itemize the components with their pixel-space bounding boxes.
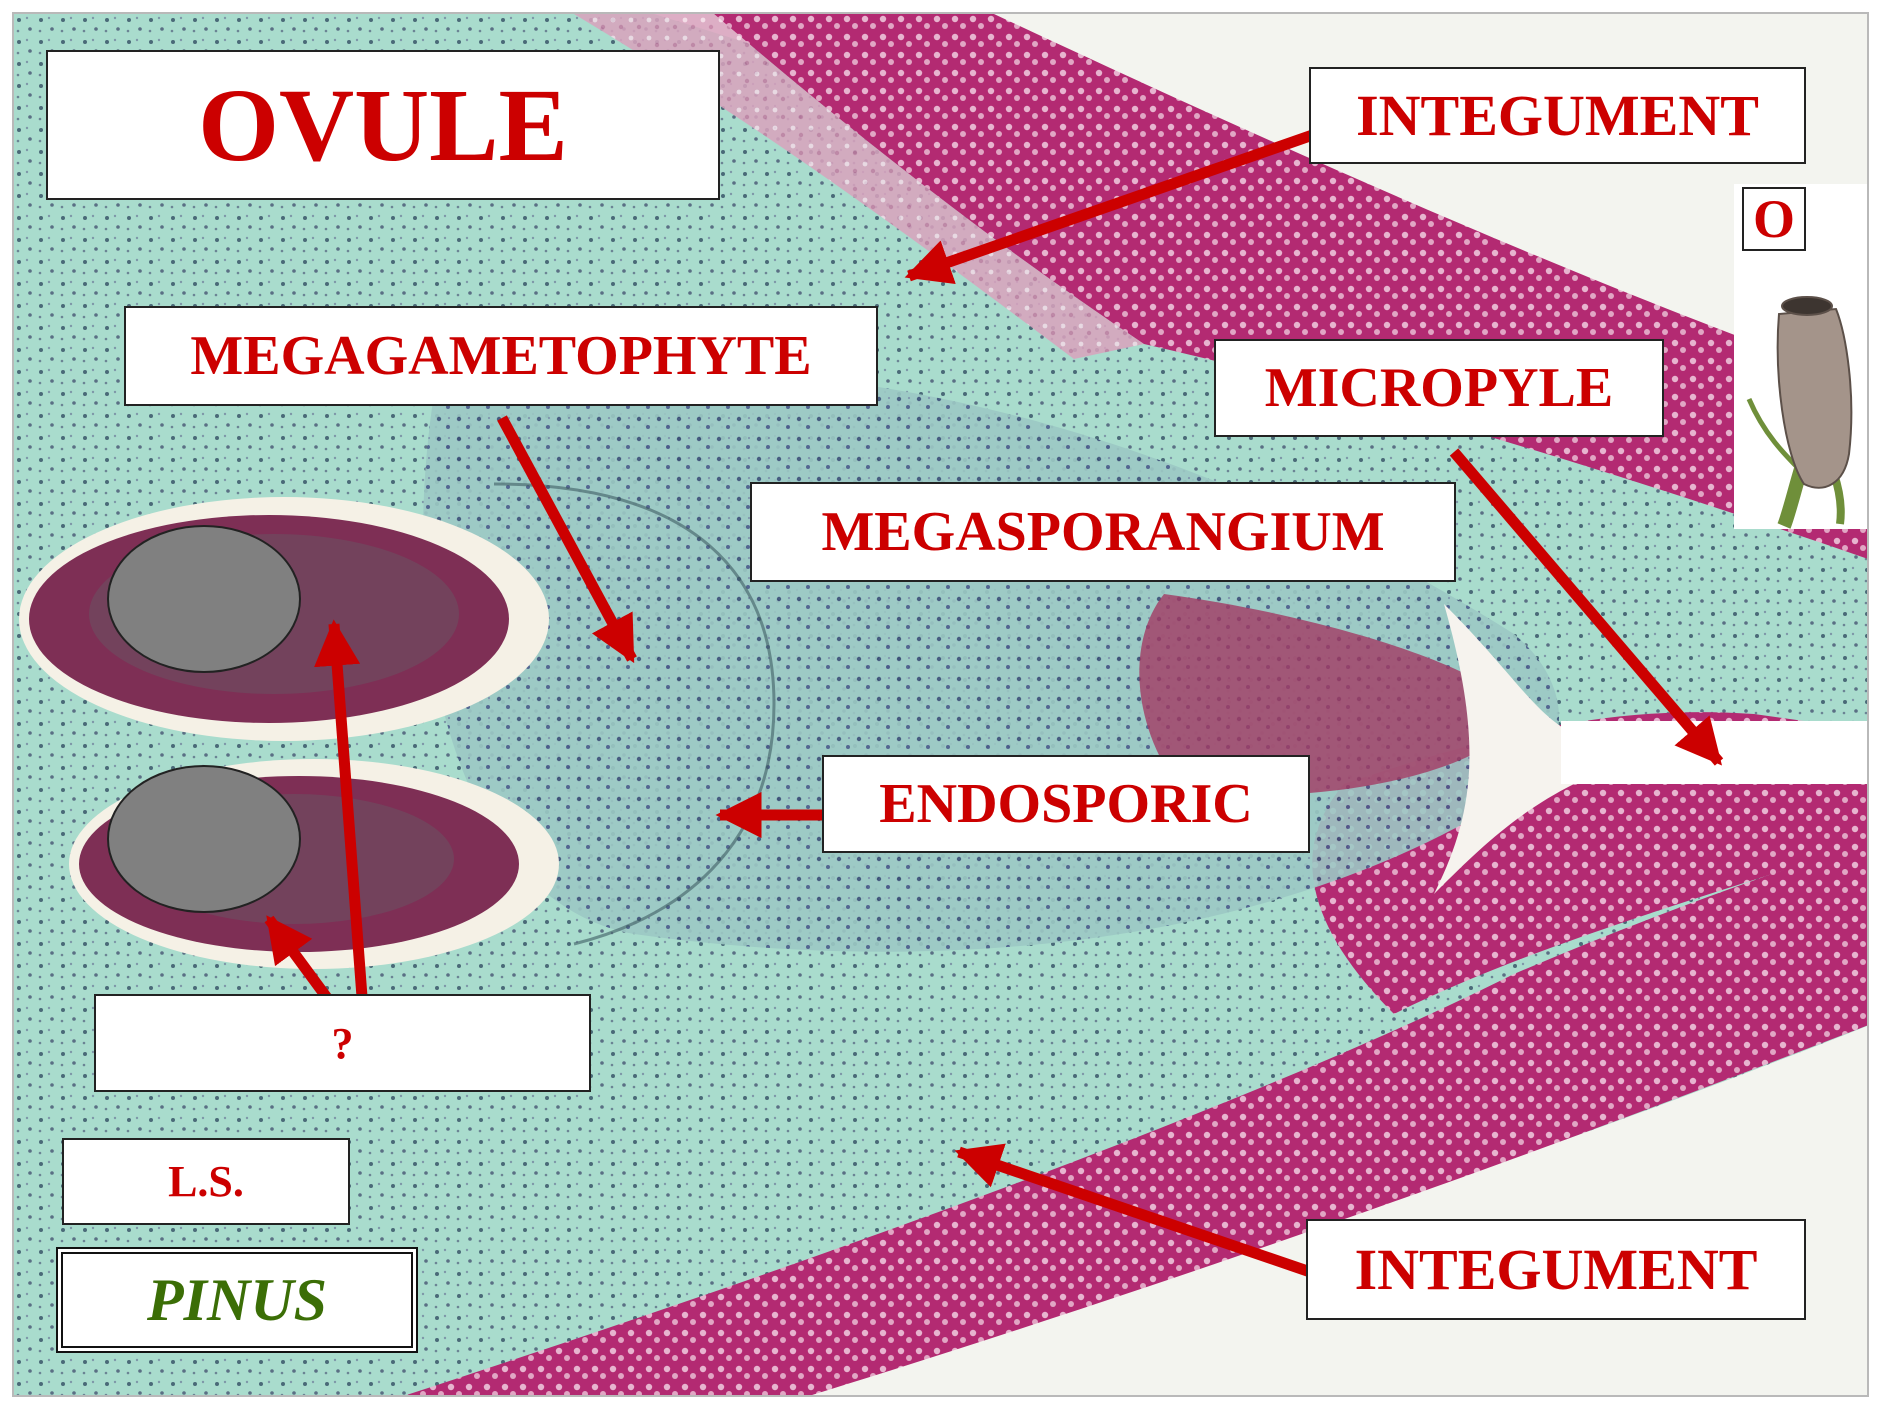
archegonium-cover-bottom — [108, 766, 300, 912]
label-micropyle: MICROPYLE — [1214, 339, 1664, 437]
page-title: OVULE — [46, 50, 720, 200]
label-megasporangium: MEGASPORANGIUM — [750, 482, 1456, 582]
label-genus: PINUS — [56, 1247, 418, 1353]
label-megagametophyte: MEGAGAMETOPHYTE — [124, 306, 878, 406]
label-o-marker: O — [1742, 187, 1806, 251]
label-integument-top: INTEGUMENT — [1309, 67, 1806, 164]
archegonium-cover-top — [108, 526, 300, 672]
label-section-type: L.S. — [62, 1138, 350, 1225]
label-unknown: ? — [94, 994, 591, 1092]
label-integument-bottom: INTEGUMENT — [1306, 1219, 1806, 1320]
label-endosporic: ENDOSPORIC — [822, 755, 1310, 853]
